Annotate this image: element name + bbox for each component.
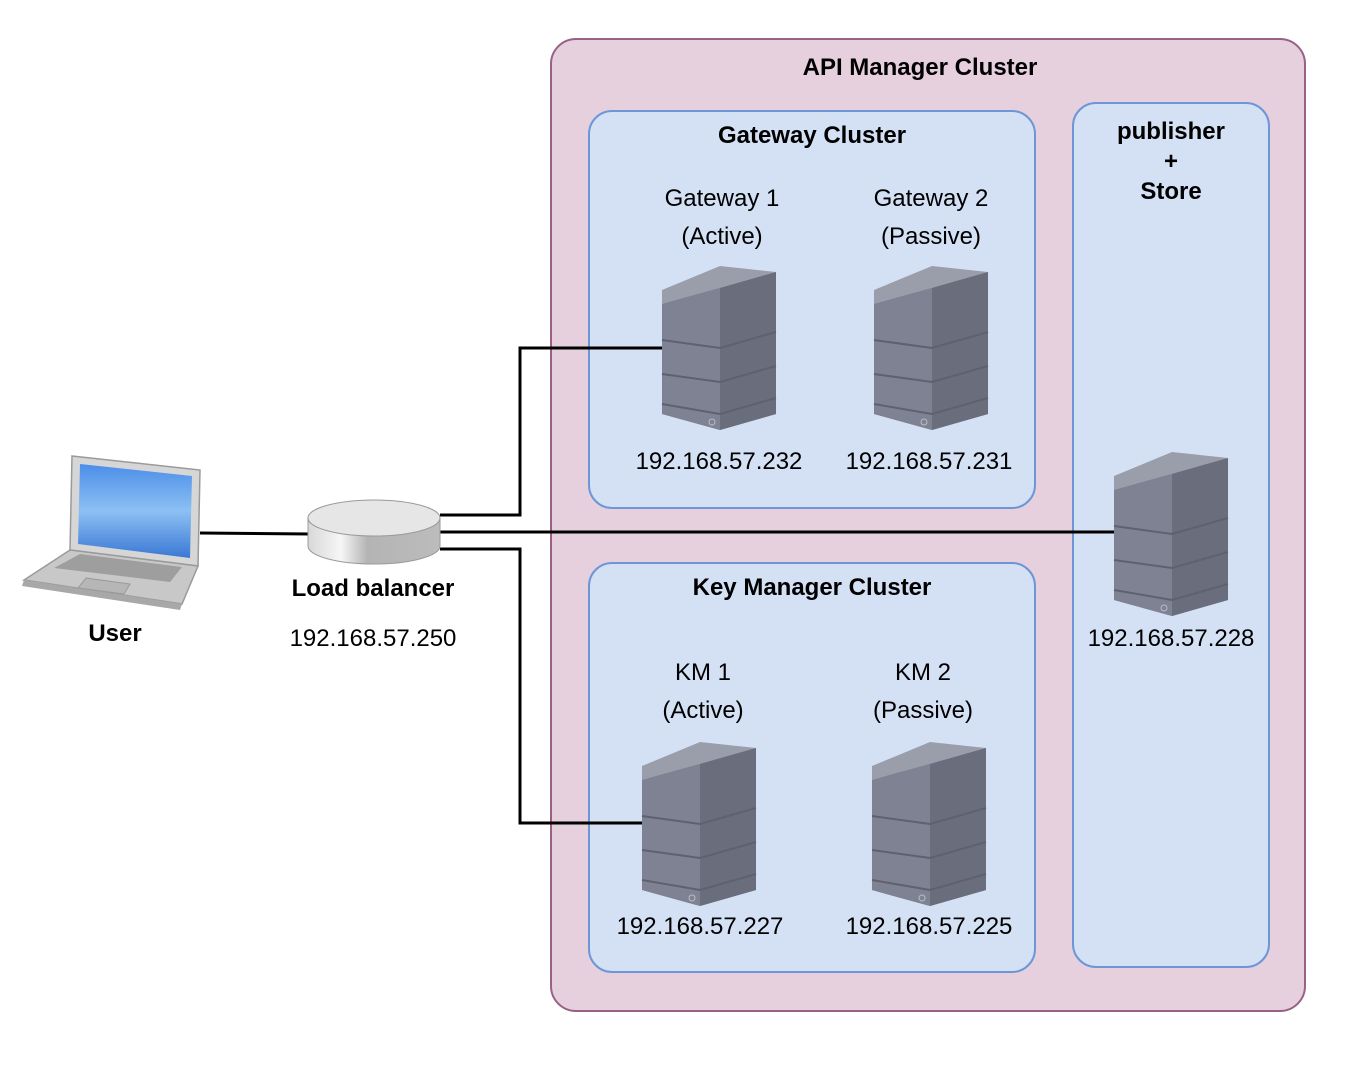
store-title-line: Store — [1140, 178, 1202, 205]
publisher-store-ip: 192.168.57.228 — [1087, 625, 1255, 652]
plus-title-line: + — [1163, 148, 1178, 175]
gateway-1-server-icon — [661, 265, 777, 431]
km-2-label: KM 2 (Passive) — [823, 654, 1023, 730]
gateway-2-name: Gateway 2 — [873, 185, 989, 212]
gateway-1-state: (Active) — [681, 223, 763, 250]
lb-to-km-line — [440, 547, 643, 825]
publisher-store-server-icon — [1113, 451, 1229, 617]
api-cluster-title: API Manager Cluster — [802, 54, 1038, 81]
gateway-2-state: (Passive) — [880, 223, 982, 250]
km-2-ip: 192.168.57.225 — [845, 913, 1013, 940]
key-manager-cluster-title: Key Manager Cluster — [692, 574, 932, 601]
km-2-server-icon — [871, 741, 987, 907]
load-balancer-label: Load balancer — [291, 575, 455, 602]
km-1-label: KM 1 (Active) — [603, 654, 803, 730]
gateway-cluster-title: Gateway Cluster — [717, 122, 907, 149]
load-balancer-icon — [307, 499, 441, 565]
km-1-server-icon — [641, 741, 757, 907]
gateway-1-name: Gateway 1 — [664, 185, 780, 212]
user-to-lb-line — [199, 531, 311, 536]
gateway-2-ip: 192.168.57.231 — [845, 448, 1013, 475]
km-1-ip: 192.168.57.227 — [616, 913, 784, 940]
km-2-name: KM 2 — [894, 659, 951, 686]
km-1-state: (Active) — [662, 697, 744, 724]
km-1-name: KM 1 — [674, 659, 731, 686]
publisher-title-line: publisher — [1116, 118, 1225, 145]
gateway-1-ip: 192.168.57.232 — [635, 448, 803, 475]
gateway-2-server-icon — [873, 265, 989, 431]
user-label: User — [88, 620, 142, 647]
load-balancer-ip: 192.168.57.250 — [289, 625, 457, 652]
gateway-2-label: Gateway 2 (Passive) — [831, 180, 1031, 256]
publisher-store-title: publisher + Store — [1072, 117, 1270, 207]
gateway-1-label: Gateway 1 (Active) — [622, 180, 822, 256]
lb-to-gateway-line — [440, 346, 662, 517]
km-2-state: (Passive) — [872, 697, 974, 724]
laptop-icon — [21, 455, 201, 610]
